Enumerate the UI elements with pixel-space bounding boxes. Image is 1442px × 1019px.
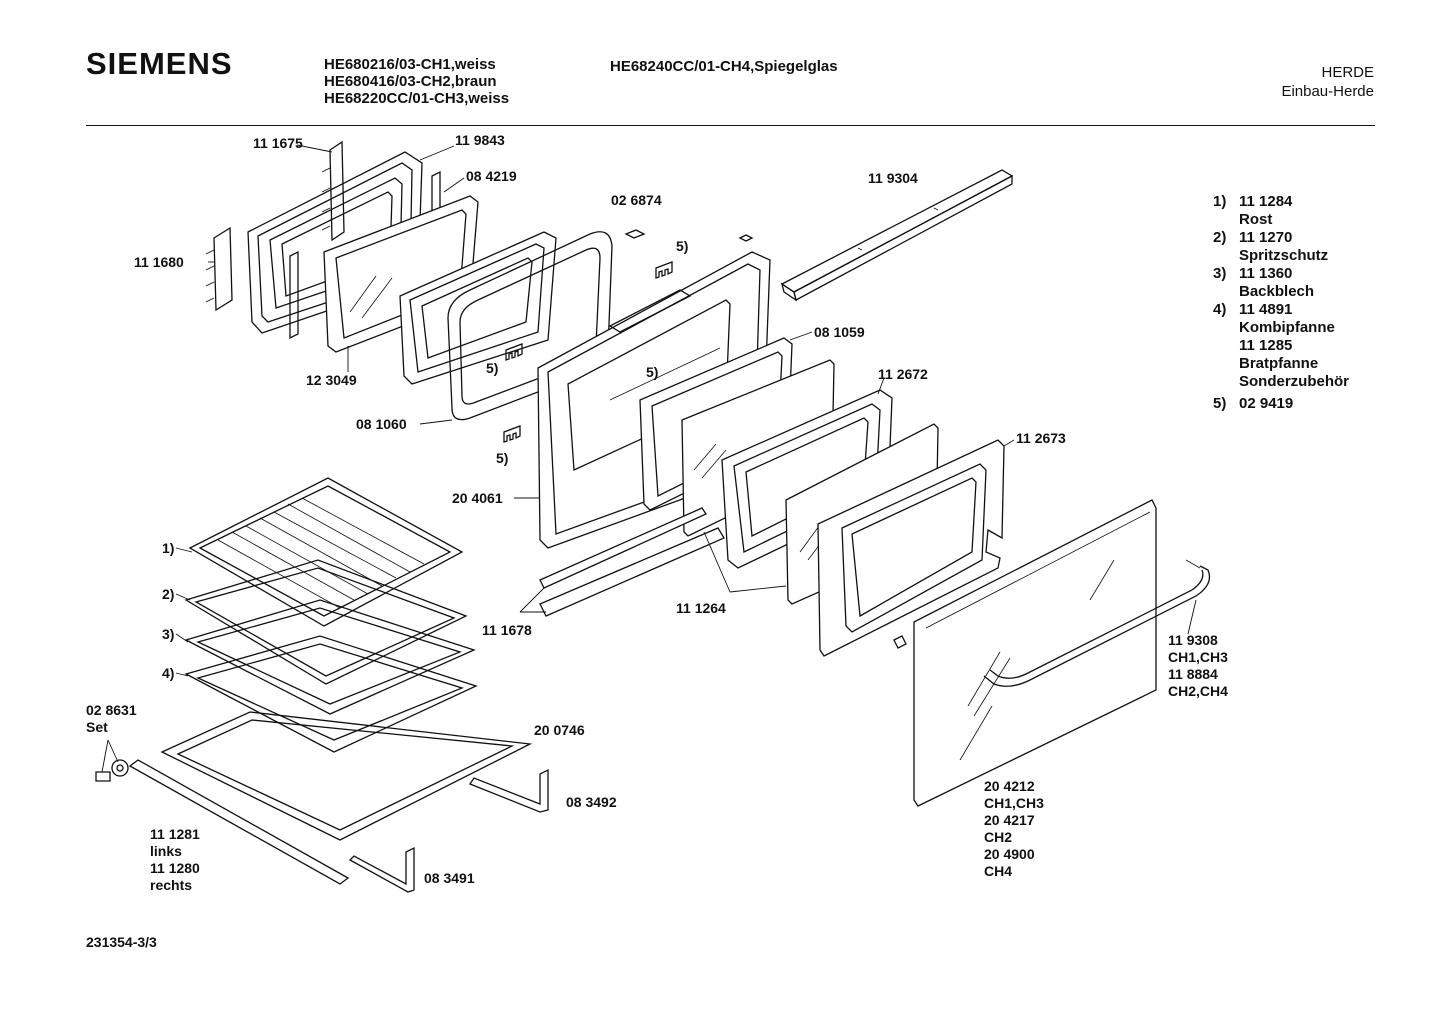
part-number: 11 8884: [1168, 666, 1218, 682]
category-label: HERDE Einbau-Herde: [1281, 63, 1374, 101]
part-label: 1): [162, 540, 175, 556]
knob-set: [96, 760, 128, 781]
part-label: 5): [486, 360, 499, 376]
part-note: rechts: [150, 877, 193, 893]
part-label: 4): [162, 665, 175, 681]
leader-lines: [102, 145, 1196, 772]
part-number: 11 9308: [1168, 632, 1218, 648]
part-label: 2): [162, 586, 175, 602]
legend-part-number: 11 4891: [1239, 301, 1293, 318]
model-line: HE68220CC/01-CH3,weiss: [324, 90, 510, 107]
part-note: CH2,CH4: [1168, 683, 1228, 699]
header-rule: [86, 125, 1375, 126]
legend-item: 5) 02 9419: [1213, 395, 1349, 413]
part-note: CH2: [984, 829, 1013, 845]
part-label: 11 1264: [676, 600, 726, 616]
top-bracket: [322, 142, 344, 240]
bracket-083492: [470, 770, 548, 812]
part-label: 08 1060: [356, 416, 407, 432]
legend-number: 5): [1213, 395, 1227, 412]
side-rail-111281: [130, 760, 348, 884]
part-number: 11 1281: [150, 826, 200, 842]
document-number: 231354-3/3: [86, 934, 157, 950]
part-label: 11 1675: [253, 135, 303, 151]
part-label: 08 3491: [424, 870, 475, 886]
parts-legend: 1) 11 1284 Rost 2) 11 1270 Spritzschutz …: [1213, 193, 1349, 413]
part-label: 5): [646, 364, 659, 380]
side-bracket-left: [206, 228, 232, 310]
part-label: 11 2673: [1016, 430, 1066, 446]
legend-part-number: 11 1284: [1239, 193, 1293, 210]
outer-glass-door: [914, 500, 1156, 806]
part-label: 5): [496, 450, 509, 466]
part-note: links: [150, 843, 182, 859]
part-label: 08 1059: [814, 324, 865, 340]
brand-logo: SIEMENS: [86, 46, 233, 81]
part-label: 5): [676, 238, 689, 254]
part-label: 12 3049: [306, 372, 357, 388]
legend-item: 1) 11 1284: [1213, 193, 1349, 211]
legend-part-number: 11 1270: [1239, 229, 1293, 246]
part-label-rail: 11 1281 links 11 1280 rechts: [150, 826, 200, 894]
top-rail: [782, 170, 1012, 300]
combi-pan: [186, 636, 476, 752]
legend-part-name: Bratpfanne: [1239, 355, 1319, 372]
legend-part-number: 11 1360: [1239, 265, 1293, 282]
part-note: CH1,CH3: [984, 795, 1044, 811]
category-line: HERDE: [1321, 64, 1374, 81]
legend-part-name: Kombipfanne: [1239, 319, 1335, 336]
part-number: 02 8631: [86, 702, 137, 718]
hinge-bars-111678: [540, 508, 724, 616]
part-label: 11 9843: [455, 132, 505, 148]
category-line: Einbau-Herde: [1281, 83, 1374, 100]
legend-part-name: Sonderzubehör: [1239, 373, 1350, 390]
legend-number: 2): [1213, 229, 1227, 246]
insulation-panel-112673: [818, 440, 1004, 656]
part-label-glass-door: 20 4212 CH1,CH3 20 4217 CH2 20 4900 CH4: [984, 778, 1044, 880]
part-label: 20 4061: [452, 490, 503, 506]
part-note: CH4: [984, 863, 1013, 879]
door-handle: [984, 560, 1210, 686]
small-clip: [894, 636, 906, 648]
legend-part-number: 11 1285: [1239, 337, 1293, 354]
bracket-083491: [350, 848, 414, 892]
part-note: Set: [86, 719, 108, 735]
part-label: 11 9304: [868, 170, 918, 186]
part-number: 20 4900: [984, 846, 1035, 862]
model-line: HE680216/03-CH1,weiss: [324, 56, 496, 73]
part-label: 11 2672: [878, 366, 928, 382]
part-label: 20 0746: [534, 722, 585, 738]
legend-part-number: 02 9419: [1239, 395, 1294, 412]
legend-part-name: Rost: [1239, 211, 1273, 228]
oven-rack: [190, 478, 462, 626]
oven-floor-frame: [162, 712, 530, 840]
part-label: 3): [162, 626, 175, 642]
legend-part-name: Backblech: [1239, 283, 1315, 300]
part-note: CH1,CH3: [1168, 649, 1228, 665]
part-label: 08 4219: [466, 168, 517, 184]
model-mid: HE68240CC/01-CH4,Spiegelglas: [610, 58, 838, 75]
legend-item: 4) 11 4891: [1213, 301, 1349, 319]
part-label: 11 1678: [482, 622, 532, 638]
part-label-handle: 11 9308 CH1,CH3 11 8884 CH2,CH4: [1168, 632, 1228, 700]
part-number: 11 1280: [150, 860, 200, 876]
legend-item: 2) 11 1270: [1213, 229, 1349, 247]
part-number: 20 4212: [984, 778, 1035, 794]
part-label: 11 1680: [134, 254, 184, 270]
legend-item: 3) 11 1360: [1213, 265, 1349, 283]
part-label-set: 02 8631 Set: [86, 702, 137, 736]
part-number: 20 4217: [984, 812, 1035, 828]
baking-tray: [186, 600, 474, 714]
legend-number: 4): [1213, 301, 1227, 318]
legend-number: 1): [1213, 193, 1227, 210]
legend-part-name: Spritzschutz: [1239, 247, 1329, 264]
part-label: 02 6874: [611, 192, 662, 208]
model-list: HE680216/03-CH1,weiss HE680416/03-CH2,br…: [324, 56, 509, 107]
model-line: HE680416/03-CH2,braun: [324, 73, 497, 90]
legend-number: 3): [1213, 265, 1227, 282]
part-label: 08 3492: [566, 794, 617, 810]
